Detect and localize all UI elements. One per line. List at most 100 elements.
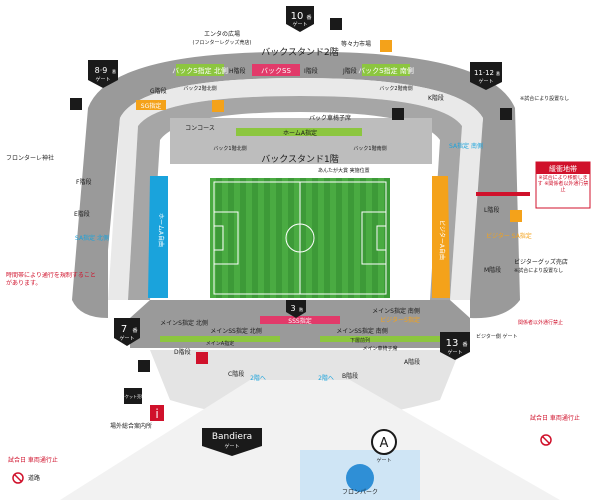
block-i: I階段 — [304, 67, 318, 75]
enta-sub-label: (フロンターレグッズ売店) — [193, 39, 252, 46]
gate-a-letter: A — [380, 436, 389, 451]
back-stand-2f-label: バックスタンド2階 — [261, 47, 338, 58]
gate-11-12-sub: 番 — [496, 70, 500, 76]
enta-label: エンタの広場 — [204, 30, 240, 38]
toilet-icon — [330, 18, 342, 30]
visitor-goods-note: ※試合により設置なし — [514, 267, 563, 274]
gate-10-sub: 番 — [306, 14, 311, 21]
frontale-shrine-label: フロンターレ神社 — [6, 154, 54, 162]
block-b: B階段 — [342, 372, 358, 380]
block-a: A階段 — [404, 358, 420, 366]
floor-3-sub: 階 — [299, 306, 303, 312]
floor-3-marker: 3 階 — [286, 300, 306, 318]
back-ss-label: バックSS — [261, 67, 291, 75]
no-entry-icon-right — [540, 434, 552, 446]
block-d: D階段 — [174, 348, 191, 356]
matchday-left-label: 試合日 車両通行止 — [8, 456, 58, 464]
gate-8-9-num: 8·9 — [95, 66, 108, 75]
staff-only-label: 関係者以外通行禁止 — [518, 319, 563, 326]
gate-13-num: 13 — [446, 338, 459, 349]
block-c: C階段 — [228, 370, 244, 378]
back-s-south-label: バックS指定 南側 — [358, 66, 414, 75]
buffer-zone-strip — [476, 192, 530, 196]
food-icon — [510, 210, 522, 222]
ticket-label: チケット売場 — [121, 393, 145, 399]
gate-8-9-sub: 番 — [112, 68, 116, 74]
to-2f-left: 2階へ — [250, 374, 266, 382]
food-icon — [212, 100, 224, 112]
concourse-label: コンコース — [185, 125, 215, 132]
no-entry-icon-left — [12, 472, 24, 484]
gate-13-sub: 番 — [462, 341, 467, 348]
todoroki-label: 等々力市場 — [341, 40, 371, 48]
camera-label: あんたが大賞 実施位置 — [318, 167, 370, 174]
gate-11-12-label: ゲート — [478, 78, 493, 85]
visitor-goods-label: ビジターグッズ売店 — [514, 258, 568, 266]
home-a-stand — [148, 176, 168, 298]
to-2f-right: 2階へ — [318, 374, 334, 382]
info-icon-small — [196, 352, 208, 364]
home-a-label: ホームA自由 — [157, 213, 165, 247]
road — [60, 380, 560, 500]
back2-south-side: バック2階南側 — [379, 85, 412, 92]
sg-label: SG指定 — [141, 102, 161, 110]
visitor-a-stand — [432, 176, 450, 298]
toilet-icon — [500, 108, 512, 120]
back1-north-side: バック1階北側 — [213, 145, 246, 152]
info-label: 場外総合案内所 — [110, 422, 152, 430]
back1-south-side: バック1階南側 — [353, 145, 386, 152]
gate-bandiera: Bandiera ゲート — [202, 428, 262, 456]
visitor-sa-label: ビジター SA指定 — [486, 232, 532, 240]
gate-10-label: ゲート — [292, 21, 307, 28]
back-stand-1f-label: バックスタンド1階 — [261, 154, 338, 165]
back-stand-1f — [170, 118, 432, 164]
road-label: 道路 — [28, 474, 40, 482]
main-stand-green-band — [160, 336, 280, 342]
block-j: J階段 — [342, 67, 357, 75]
gate-7-label: ゲート — [119, 335, 134, 342]
facility-icons — [70, 18, 522, 372]
block-k: K階段 — [428, 94, 444, 102]
back2-north-side: バック2階北側 — [183, 85, 216, 92]
home-a-reserved-label: ホームA指定 — [283, 129, 317, 137]
block-m: M階段 — [484, 266, 501, 274]
buffer-title: 緩衝地帯 — [549, 164, 577, 173]
sa-north-label: SA指定 北側 — [75, 234, 109, 242]
visitor-a-label: ビジターA自由 — [438, 220, 446, 260]
restrict-note: 時間帯により通行を規制することがあります。 — [6, 272, 96, 287]
gate-13-label: ゲート — [447, 349, 462, 356]
gate-11-12: 11·12 番 ゲート — [470, 62, 502, 90]
gate-8-9: 8·9 番 ゲート — [88, 60, 118, 88]
info-icon — [150, 405, 164, 421]
visitor-side-gate-label: ビジター側 ゲート — [476, 333, 518, 340]
block-f: F階段 — [76, 178, 91, 186]
frontpark-label: フロンパーク — [342, 489, 378, 496]
gate-a-label: ゲート — [376, 457, 391, 464]
main-s-south-label: メインS指定 南側 — [372, 307, 420, 315]
sss-label: SSS指定 — [288, 317, 311, 325]
main-ss-north-label: メインSS指定 北側 — [210, 327, 262, 335]
gate-bandiera-name: Bandiera — [212, 432, 252, 442]
gate-7-sub: 番 — [132, 327, 137, 334]
block-e: E階段 — [74, 210, 90, 218]
matchday-right-label: 試合日 車両通行止 — [530, 414, 580, 422]
gate-13: 13 番 ゲート — [440, 332, 470, 360]
gate-7: 7 番 ゲート — [114, 318, 140, 346]
main-stand-green-band-right — [320, 336, 440, 342]
gate-8-9-label: ゲート — [95, 76, 110, 83]
barrier-free-label: 下層前列 — [350, 337, 370, 344]
wheelchair-label: バック車椅子席 — [309, 114, 351, 122]
main-a-label: メインA指定 — [206, 340, 234, 347]
gate-11-12-num: 11·12 — [474, 69, 494, 77]
lower-stand-ring — [128, 96, 462, 300]
floor-3-num: 3 — [290, 304, 295, 313]
wheelchair-icon — [392, 108, 404, 120]
gate-bandiera-label: ゲート — [224, 443, 239, 450]
buffer-note: ※試合により移動します ※関係者以外通行禁止 — [537, 175, 589, 193]
no-install-label: ※試合により設置なし — [520, 95, 569, 102]
gate-a: A ゲート — [371, 429, 397, 464]
block-g: G階段 — [150, 87, 167, 95]
food-icon — [380, 40, 392, 52]
main-wheel-label: メイン車椅子席 — [362, 345, 397, 352]
